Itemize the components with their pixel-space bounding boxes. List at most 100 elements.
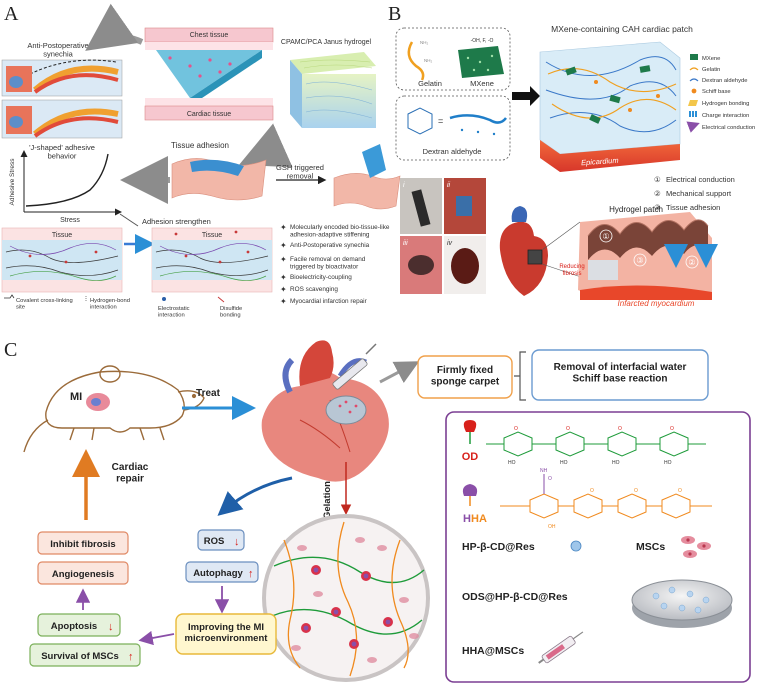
microsphere-icon [301, 565, 393, 649]
function-1-marker [599, 229, 613, 243]
survival-label: Survival of MSCs [41, 651, 119, 662]
svg-text:✦: ✦ [280, 285, 287, 294]
apoptosis-box [37, 613, 121, 637]
dextran-structure-icon [407, 107, 433, 135]
svg-text:NH: NH [540, 468, 548, 474]
functions-list: ① Electrical conduction ② Mechanical sup… [654, 175, 735, 212]
stress-axis-label: Stress [60, 217, 80, 224]
hha-structure [500, 474, 712, 519]
panel-a-letter: A [4, 3, 19, 25]
gel-patch-on-heart [325, 395, 367, 425]
petri-dish-icon [631, 579, 733, 628]
od-label: OD [462, 451, 479, 463]
apoptosis-label: Apoptosis [51, 621, 97, 632]
svg-text:OH: OH [548, 524, 556, 530]
svg-text:=: = [438, 116, 443, 126]
j-curve [25, 153, 109, 207]
autophagy-label: Autophagy [193, 568, 243, 579]
survival-up-arrow-icon: ↑ [128, 651, 134, 663]
od-icon [463, 420, 477, 444]
feature-bullet-icon: ✦ [280, 223, 287, 232]
svg-text:HO: HO [664, 460, 672, 466]
svg-text:✦: ✦ [280, 241, 287, 250]
chest-tissue-label: Chest tissue [190, 32, 229, 39]
feature-2: Anti-Postoperative synechia [290, 242, 370, 249]
surgery-photos: i ii iii iv [400, 178, 486, 294]
adhesive-stress-axis-label: Adhesive Stress [9, 158, 16, 206]
ros-box [197, 529, 245, 551]
photo-iii-label: iii [403, 240, 408, 247]
legend-schiff: Schiff base [702, 89, 731, 95]
components-to-patch-arrow [512, 86, 540, 106]
legend-hbond: Hydrogen bonding [702, 101, 749, 107]
removed-tissue-slab [333, 173, 401, 210]
function-2: Mechanical support [666, 189, 732, 198]
improving-box [175, 613, 277, 655]
mouse-icon [23, 365, 205, 453]
ods-label: ODS@HP-β-CD@Res [462, 591, 568, 603]
ros-label: ROS [204, 536, 225, 547]
mechanism-box [531, 349, 709, 401]
mscs-label: MSCs [636, 541, 665, 553]
hha-icon [462, 484, 478, 506]
svg-text:NH₂: NH₂ [424, 58, 432, 63]
disulfide-icon [217, 296, 225, 303]
sponge-carpet-box [417, 355, 513, 399]
mxene-legend-icon [690, 54, 698, 60]
hydrogel-wedge [156, 50, 262, 98]
gelation-label: Gelation [322, 481, 333, 519]
svg-text:O: O [514, 426, 518, 432]
svg-text:O: O [634, 488, 638, 494]
apoptosis-down-arrow-icon: ↓ [108, 621, 114, 633]
tissue-adhesion-label: Tissue adhesion [171, 141, 229, 150]
svg-text:✦: ✦ [280, 273, 287, 282]
epicardium-label: Epicardium [581, 156, 619, 168]
function-1: Electrical conduction [666, 175, 735, 184]
function-2-number: ② [654, 189, 661, 198]
od-structure [486, 431, 706, 457]
function-3-marker [633, 253, 647, 267]
inhibit-fibrosis-box [37, 531, 129, 555]
svg-text:O: O [618, 426, 622, 432]
photo-ii-label: ii [447, 182, 451, 189]
feature-4: Bioelectricity-coupling [290, 274, 352, 281]
svg-text:NH₂: NH₂ [420, 40, 428, 45]
mi-label: MI [70, 391, 82, 403]
components-box-bottom [395, 95, 511, 161]
photo-iv-label: iv [447, 240, 453, 247]
svg-text:✦: ✦ [280, 297, 287, 306]
photo-i-label: i [403, 182, 405, 189]
hydrogel-patch-label: Hydrogel patch [609, 205, 663, 214]
panel-b: B NH₂ NH₂ Gelatin -OH, F, -O MXene = Dex… [388, 3, 755, 308]
svg-text:O: O [566, 426, 570, 432]
hha-mscs-syringe-icon [538, 631, 584, 664]
svg-text:HO: HO [508, 460, 516, 466]
dextran-aldehyde-label: Dextran aldehyde [423, 147, 482, 156]
hha-mscs-label: HHA@MSCs [462, 645, 524, 657]
hha-label-h: H [463, 513, 471, 525]
arrow-to-ros [217, 476, 293, 516]
components-box-top [395, 27, 511, 91]
heart-icon [499, 206, 548, 296]
svg-text:O: O [678, 488, 682, 494]
hha-label-rest: HA [471, 513, 487, 525]
electrostatic-icon [162, 297, 166, 301]
function-2-marker-label: ② [688, 258, 695, 267]
hp-res-label: HP-β-CD@Res [462, 541, 535, 553]
gelatin-chain-icon [407, 41, 425, 81]
hydrogel-cube [290, 52, 376, 74]
tissue-label-left: Tissue [52, 232, 72, 239]
panel-b-letter: B [388, 3, 401, 25]
